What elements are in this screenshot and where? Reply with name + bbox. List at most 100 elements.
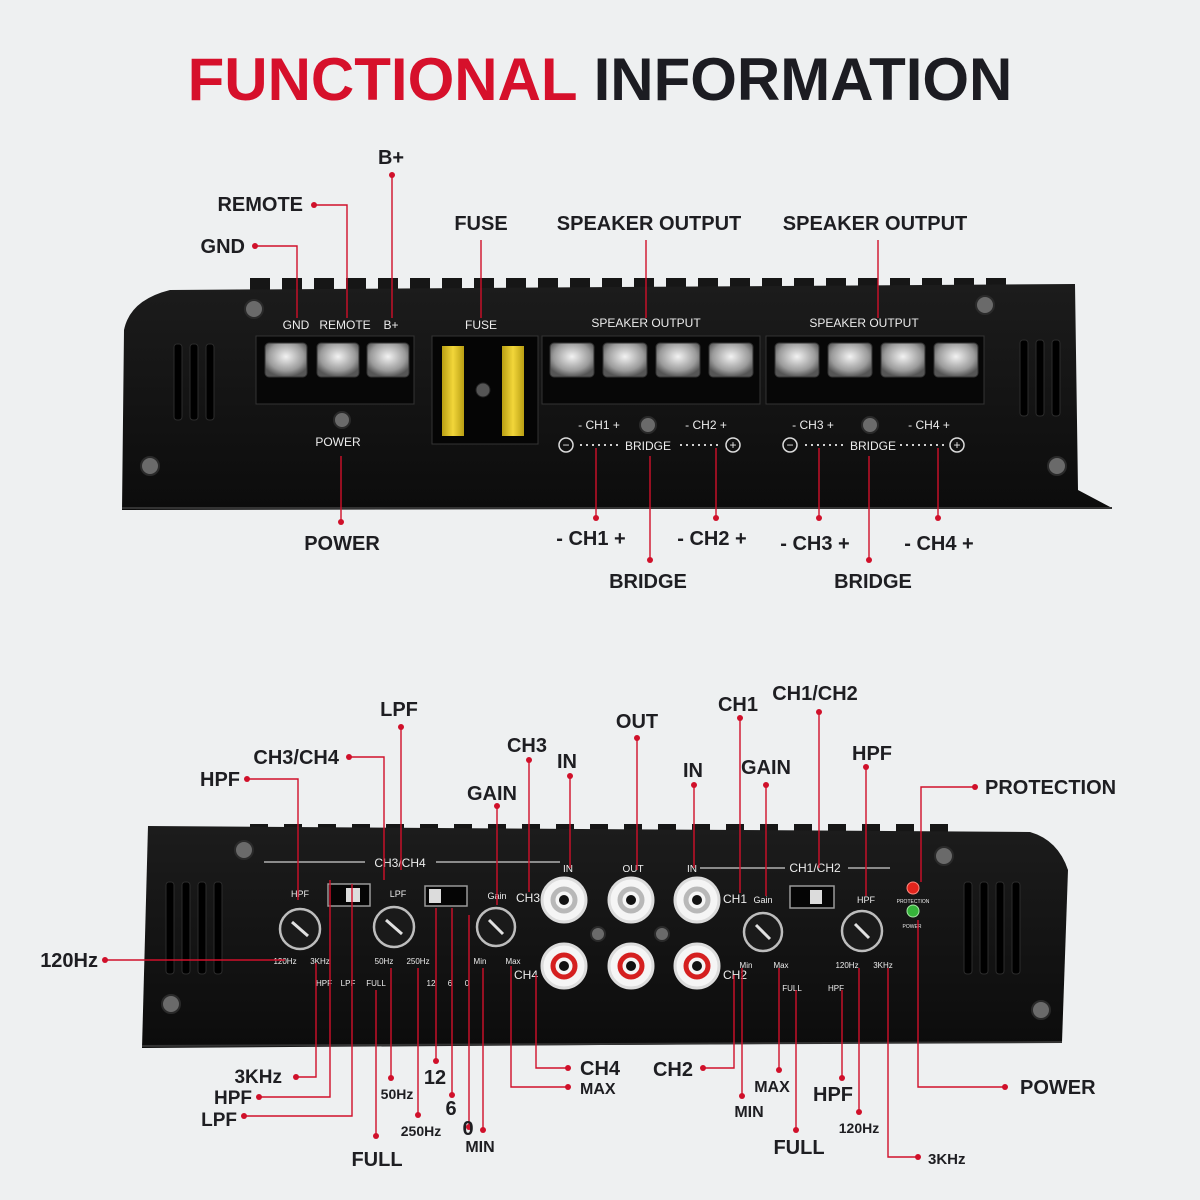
panel-hpf-right: HPF (857, 895, 876, 905)
panel-120hz-left: 120Hz (273, 957, 296, 966)
panel-6: 6 (448, 979, 453, 988)
panel-in-left: IN (563, 864, 573, 875)
panel-ch1-ch2: CH1/CH2 (789, 861, 841, 875)
callout-hpf-top-right: HPF (852, 743, 892, 765)
panel-ch3-label: - CH3 + (792, 418, 834, 432)
callout-gain-right: GAIN (741, 757, 791, 779)
callout-power: POWER (304, 533, 380, 555)
callout-power: POWER (1020, 1077, 1096, 1099)
callout-remote: REMOTE (217, 194, 303, 216)
callout-bridge-1: BRIDGE (609, 571, 687, 593)
callout-gain-left: GAIN (467, 783, 517, 805)
panel-minus-2: − (786, 438, 793, 452)
panel-bplus-label: B+ (383, 318, 398, 332)
callout-ch1-ch2: CH1/CH2 (772, 683, 858, 705)
panel-120hz-right: 120Hz (835, 961, 858, 970)
panel-0: 0 (465, 979, 470, 988)
panel-sw-hpf-left: HPF (316, 979, 332, 988)
panel-full-right: FULL (782, 984, 802, 993)
callout-max-right: MAX (754, 1079, 790, 1096)
panel-plus-2: + (953, 438, 960, 452)
panel-out: OUT (622, 864, 643, 875)
bottom-leader-dots (102, 709, 1008, 1160)
callout-ch4: CH4 (580, 1058, 621, 1080)
panel-3khz-right: 3KHz (873, 961, 893, 970)
panel-protection: PROTECTION (897, 899, 930, 905)
panel-max-left: Max (505, 957, 520, 966)
callout-speaker-output-1: SPEAKER OUTPUT (557, 213, 741, 235)
callout-ch1: - CH1 + (556, 528, 625, 550)
callout-ch3: CH3 (507, 735, 547, 757)
top-amplifier-panel: GND REMOTE B+ FUSE SPEAKER OUTPUT SPEAKE… (122, 278, 1112, 510)
panel-12: 12 (427, 979, 436, 988)
panel-speaker-output-1: SPEAKER OUTPUT (591, 316, 701, 330)
callout-bridge-2: BRIDGE (834, 571, 912, 593)
callout-in-right: IN (683, 760, 703, 782)
callout-hpf-bottom-right: HPF (813, 1084, 853, 1106)
callout-hpf-bottom-left: HPF (214, 1088, 252, 1109)
panel-remote-label: REMOTE (319, 318, 370, 332)
panel-gain-right: Gain (753, 895, 772, 905)
callout-max-left: MAX (580, 1081, 616, 1098)
panel-min-right: Min (740, 961, 753, 970)
callout-hpf-top-left: HPF (200, 769, 240, 791)
callout-6: 6 (445, 1098, 456, 1120)
callout-3khz-right: 3KHz (928, 1151, 966, 1168)
callout-120hz-right: 120Hz (839, 1120, 879, 1136)
panel-hpf-sw-right: HPF (828, 984, 844, 993)
top-leader-lines (255, 175, 939, 560)
callout-50hz: 50Hz (381, 1086, 414, 1102)
bottom-leader-lines (105, 712, 1005, 1158)
callout-full-right: FULL (773, 1137, 824, 1159)
callout-out: OUT (616, 711, 658, 733)
callout-speaker-output-2: SPEAKER OUTPUT (783, 213, 967, 235)
panel-50hz: 50Hz (375, 957, 394, 966)
callout-gnd: GND (201, 236, 245, 258)
panel-power: POWER (903, 924, 922, 930)
panel-speaker-output-2: SPEAKER OUTPUT (809, 316, 919, 330)
panel-power-label: POWER (315, 435, 361, 449)
panel-ch1: CH1 (723, 892, 747, 906)
title-part-2: INFORMATION (594, 46, 1013, 113)
panel-lpf: LPF (390, 889, 407, 899)
panel-in-right: IN (687, 864, 697, 875)
callout-min-right: MIN (734, 1104, 763, 1121)
callout-ch1: CH1 (718, 694, 758, 716)
panel-gnd-label: GND (283, 318, 310, 332)
callout-in-left: IN (557, 751, 577, 773)
panel-sw-lpf-left: LPF (341, 979, 356, 988)
panel-ch4-label: - CH4 + (908, 418, 950, 432)
callout-ch3: - CH3 + (780, 533, 849, 555)
callout-bplus: B+ (378, 147, 404, 169)
callout-protection: PROTECTION (985, 777, 1116, 799)
callout-min-left: MIN (465, 1139, 494, 1156)
callout-full-left: FULL (351, 1149, 402, 1171)
callout-12: 12 (424, 1067, 446, 1089)
callout-120hz-left: 120Hz (40, 950, 98, 972)
panel-plus-1: + (729, 438, 736, 452)
panel-250hz: 250Hz (406, 957, 429, 966)
panel-ch3-ch4: CH3/CH4 (374, 856, 426, 870)
panel-ch2: CH2 (723, 968, 747, 982)
panel-ch3: CH3 (516, 891, 540, 905)
panel-ch2-label: - CH2 + (685, 418, 727, 432)
callout-lpf-bottom-left: LPF (201, 1110, 237, 1131)
panel-ch4: CH4 (514, 968, 538, 982)
callout-lpf-top: LPF (380, 699, 418, 721)
callout-ch2: - CH2 + (677, 528, 746, 550)
panel-3khz-left: 3KHz (310, 957, 330, 966)
panel-hpf-left: HPF (291, 889, 310, 899)
title-part-1: FUNCTIONAL (188, 46, 578, 113)
panel-bridge-1: BRIDGE (625, 439, 671, 453)
panel-max-right: Max (773, 961, 788, 970)
callout-fuse: FUSE (454, 213, 507, 235)
callout-ch4: - CH4 + (904, 533, 973, 555)
callout-ch3-ch4: CH3/CH4 (253, 747, 339, 769)
top-leader-dots (252, 172, 941, 563)
callout-0: 0 (462, 1118, 473, 1140)
callout-3khz-left: 3KHz (234, 1067, 282, 1088)
bottom-amplifier-panel: CH3/CH4 CH1/CH2 IN OUT IN HPF 120Hz 3KHz… (141, 824, 1068, 1048)
panel-bridge-2: BRIDGE (850, 439, 896, 453)
